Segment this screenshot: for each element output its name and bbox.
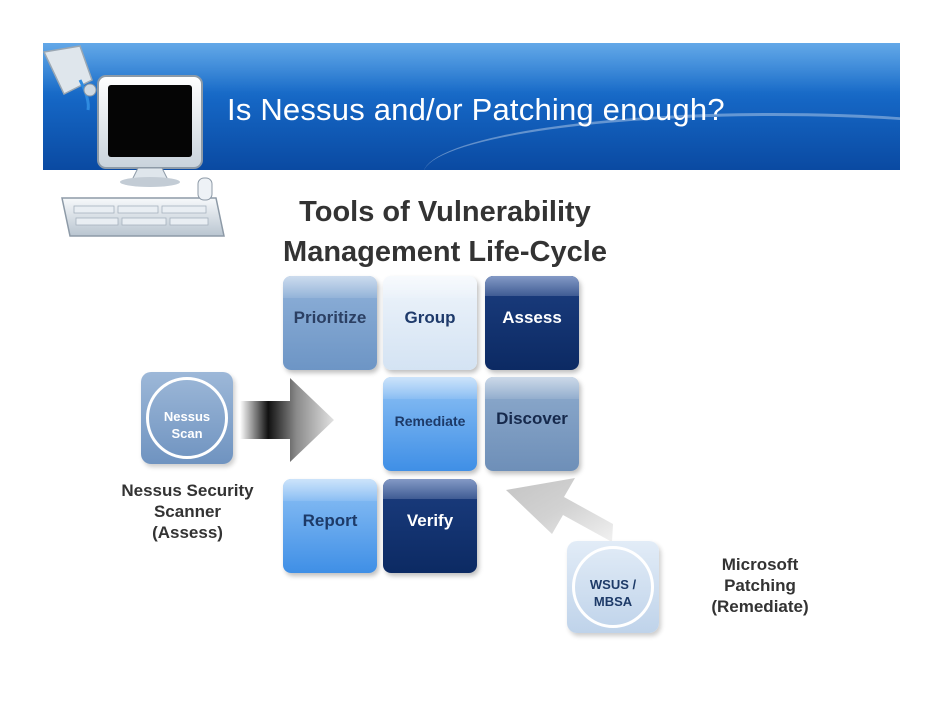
nessus-caption-line-1: Nessus Security bbox=[121, 481, 254, 500]
tile-prioritize-label: Prioritize bbox=[293, 308, 367, 327]
diagram-heading: Tools of Vulnerability Management Life-C… bbox=[250, 192, 640, 272]
tile-discover-label: Discover bbox=[496, 409, 568, 428]
nessus-scan-tile: Nessus Scan bbox=[141, 372, 233, 464]
tile-prioritize: Prioritize bbox=[283, 276, 377, 370]
wsus-mbsa-tile: WSUS / MBSA bbox=[567, 541, 659, 633]
nessus-scan-line-2: Scan bbox=[171, 426, 203, 441]
nessus-caption-line-3: (Assess) bbox=[152, 523, 223, 542]
tile-report: Report bbox=[283, 479, 377, 573]
nessus-scan-label: Nessus Scan bbox=[141, 408, 233, 442]
nessus-caption-line-2: Scanner bbox=[153, 502, 222, 521]
wsus-caption: Microsoft Patching (Remediate) bbox=[690, 554, 830, 617]
wsus-caption-line-3: (Remediate) bbox=[711, 597, 809, 616]
tile-group-label: Group bbox=[404, 308, 456, 327]
tile-assess: Assess bbox=[485, 276, 579, 370]
wsus-mbsa-ring bbox=[572, 546, 654, 628]
computer-illustration-icon bbox=[42, 45, 225, 237]
nessus-scan-line-1: Nessus bbox=[163, 409, 211, 424]
tile-remediate-label: Remediate bbox=[394, 413, 466, 429]
wsus-caption-line-2: Patching bbox=[724, 576, 796, 595]
heading-line-2: Management Life-Cycle bbox=[283, 236, 607, 268]
right-arrow-icon bbox=[240, 378, 334, 462]
tile-discover: Discover bbox=[485, 377, 579, 471]
tile-verify-label: Verify bbox=[406, 511, 454, 530]
wsus-mbsa-line-1: WSUS / bbox=[589, 577, 637, 592]
tile-report-label: Report bbox=[302, 511, 358, 530]
tile-remediate: Remediate bbox=[383, 377, 477, 471]
tile-verify: Verify bbox=[383, 479, 477, 573]
nessus-scan-ring bbox=[146, 377, 228, 459]
slide-title: Is Nessus and/or Patching enough? bbox=[227, 92, 725, 127]
wsus-mbsa-label: WSUS / MBSA bbox=[567, 576, 659, 610]
nessus-caption: Nessus Security Scanner (Assess) bbox=[110, 480, 265, 543]
tile-group: Group bbox=[383, 276, 477, 370]
tile-assess-label: Assess bbox=[502, 308, 562, 327]
diagonal-arrow-icon bbox=[506, 478, 613, 542]
wsus-caption-line-1: Microsoft bbox=[721, 555, 799, 574]
wsus-mbsa-line-2: MBSA bbox=[593, 594, 633, 609]
heading-line-1: Tools of Vulnerability bbox=[299, 196, 591, 228]
